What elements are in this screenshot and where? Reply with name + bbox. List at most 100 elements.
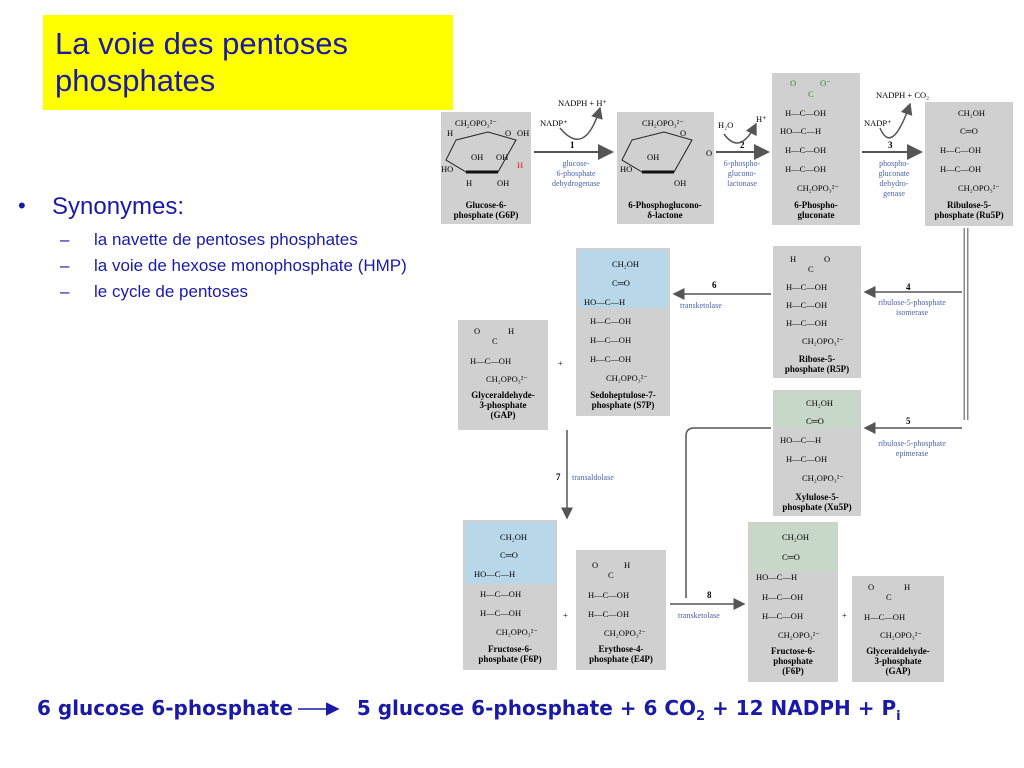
box-e4p — [576, 550, 666, 670]
box-ru5p — [925, 102, 1013, 226]
gap1-o: O — [474, 326, 480, 336]
r5p-ch2opo3: CH₂OPO₃²⁻ — [802, 336, 844, 346]
f6p2-ch2opo3: CH₂OPO₃²⁻ — [778, 630, 820, 640]
f6p2-row: H—C—OH — [762, 592, 803, 602]
lactone-structure: CH₂OPO₃²⁻ O O OH HO OH — [620, 118, 712, 188]
ru5p-row: H—C—OH — [940, 145, 981, 155]
gap1-row: H—C—OH — [470, 356, 511, 366]
label-g6p: Glucose-6-phosphate (G6P) — [454, 200, 519, 220]
f6p1-ch2oh: CH₂OH — [500, 532, 527, 542]
g6p-oh: OH — [497, 178, 509, 188]
f6p2-ch2oh: CH₂OH — [782, 532, 809, 542]
xu5p-structure: CH₂OH C═O HO—C—H H—C—OH CH₂OPO₃²⁻ — [780, 398, 844, 483]
s7p-ch2opo3: CH₂OPO₃²⁻ — [606, 373, 648, 383]
f6p1-ch2opo3: CH₂OPO₃²⁻ — [496, 627, 538, 637]
lactone-keto-o: O — [706, 148, 712, 158]
label-f6p2: Fructose-6-phosphate(F6P) — [771, 646, 815, 676]
enzyme-7: transaldolase — [572, 473, 614, 482]
dash-marker: – — [60, 256, 70, 275]
e4p-o: O — [592, 560, 598, 570]
cofactor-arrow-3 — [879, 102, 913, 139]
step-number: 6 — [712, 280, 717, 290]
f6p2-highlight — [750, 524, 836, 572]
pg-row: H—C—OH — [785, 108, 826, 118]
equation-right-b: + 12 NADPH + P — [705, 696, 897, 720]
lactone-oh: OH — [647, 152, 659, 162]
r5p-structure: H O C H—C—OH H—C—OH H—C—OH CH₂OPO₃²⁻ — [786, 254, 844, 346]
e4p-ch2opo3: CH₂OPO₃²⁻ — [604, 628, 646, 638]
gap1-c1: C — [492, 336, 498, 346]
plus-sign: + — [558, 358, 563, 368]
f6p2-row: HO—C—H — [756, 572, 797, 582]
r5p-o: O — [824, 254, 830, 264]
xu5p-row: H—C—OH — [786, 454, 827, 464]
gap2-c1: C — [886, 592, 892, 602]
equation-sub-i: i — [896, 709, 901, 724]
r5p-row: H—C—OH — [786, 300, 827, 310]
lactone-ch2opo3: CH₂OPO₃²⁻ — [642, 118, 684, 128]
f6p2-structure: CH₂OH C═O HO—C—H H—C—OH H—C—OH CH₂OPO₃²⁻ — [756, 532, 820, 640]
step-number: 5 — [906, 416, 911, 426]
s7p-co: C═O — [612, 278, 630, 288]
r5p-row: H—C—OH — [786, 318, 827, 328]
step-number: 3 — [888, 140, 893, 150]
gap1-h: H — [508, 326, 514, 336]
label-ru5p: Ribulose-5-phosphate (Ru5P) — [934, 200, 1003, 220]
pgluconate-structure: O O⁻ C H—C—OH HO—C—H H—C—OH H—C—OH CH₂OP… — [780, 78, 839, 193]
gap2-ch2opo3: CH₂OPO₃²⁻ — [880, 630, 922, 640]
f6p2-row: H—C—OH — [762, 611, 803, 621]
synonym-item: –le cycle de pentoses — [60, 281, 440, 302]
label-lactone: 6-Phosphoglucono-δ-lactone — [628, 200, 702, 220]
gap2-row: H—C—OH — [864, 612, 905, 622]
synonym-text: la voie de hexose monophosphate (HMP) — [94, 256, 407, 275]
equation-left: 6 glucose 6-phosphate — [37, 696, 293, 720]
label-f6p1: Fructose-6-phosphate (F6P) — [478, 644, 541, 664]
step-number: 1 — [570, 140, 575, 150]
s7p-highlight — [578, 250, 668, 308]
f6p1-row: H—C—OH — [480, 589, 521, 599]
r5p-c1: C — [808, 264, 814, 274]
box-gap1 — [458, 320, 548, 430]
equation-sub-2: 2 — [696, 709, 706, 724]
label-gap2: Glyceraldehyde-3-phosphate(GAP) — [866, 646, 930, 676]
box-g6p — [441, 112, 531, 224]
ru5p-co: C═O — [960, 126, 978, 136]
g6p-red-h: H — [517, 160, 523, 170]
dash-marker: – — [60, 282, 70, 301]
enzyme-2: 6-phospho-glucono-lactonase — [724, 159, 761, 188]
cofactor-hplus: H⁺ — [756, 114, 767, 124]
cofactor-nadph: NADPH + H⁺ — [558, 98, 607, 108]
overall-equation: 6 glucose 6-phosphate 5 glucose 6-phosph… — [37, 696, 901, 724]
e4p-row: H—C—OH — [588, 609, 629, 619]
ru5p-row: H—C—OH — [940, 164, 981, 174]
ru5p-ch2opo3: CH₂OPO₃²⁻ — [958, 183, 1000, 193]
g6p-ch2opo3: CH₂OPO₃²⁻ — [455, 118, 497, 128]
g6p-ho: HO — [441, 164, 453, 174]
title-box: La voie des pentoses phosphates — [43, 15, 453, 110]
cofactor-nadph-co2: NADPH + CO₂ — [876, 90, 929, 100]
s7p-row: H—C—OH — [590, 354, 631, 364]
box-r5p — [773, 246, 861, 378]
lactone-ho: HO — [620, 164, 632, 174]
xu5p-co: C═O — [806, 416, 824, 426]
step-number: 8 — [707, 590, 712, 600]
xu5p-row: HO—C—H — [780, 435, 821, 445]
enzyme-8: transketolase — [678, 611, 720, 620]
g6p-oh: OH — [471, 152, 483, 162]
pg-row: H—C—OH — [785, 145, 826, 155]
xu5p-ch2oh: CH₂OH — [806, 398, 833, 408]
plus-sign: + — [842, 610, 847, 620]
synonym-text: la navette de pentoses phosphates — [94, 230, 358, 249]
f6p1-structure: CH₂OH C═O HO—C—H H—C—OH H—C—OH CH₂OPO₃²⁻ — [474, 532, 538, 637]
gap2-o: O — [868, 582, 874, 592]
box-lactone — [617, 112, 714, 224]
e4p-row: H—C—OH — [588, 590, 629, 600]
lactone-ring-o: O — [680, 128, 686, 138]
step-number: 7 — [556, 472, 561, 482]
cofactor-arrow-2 — [723, 122, 757, 144]
equation-right-a: 5 glucose 6-phosphate + 6 CO — [356, 696, 697, 720]
pg-ch2opo3: CH₂OPO₃²⁻ — [797, 183, 839, 193]
g6p-oh: OH — [496, 152, 508, 162]
